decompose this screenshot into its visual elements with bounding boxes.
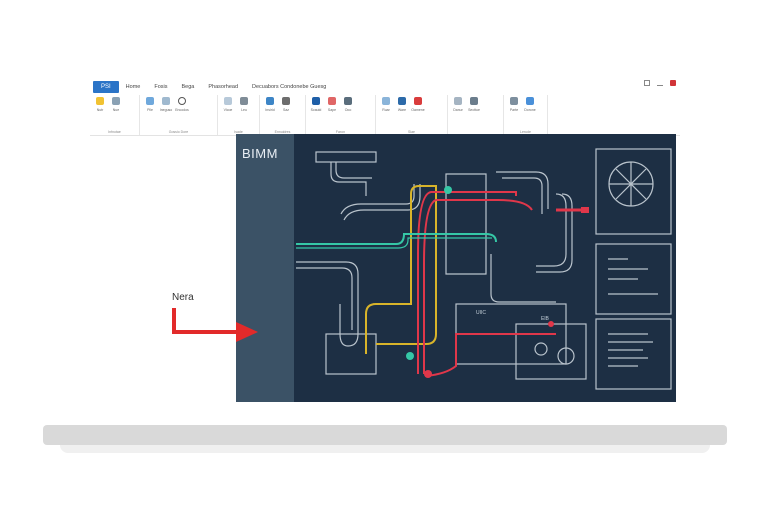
properties-panel [236, 134, 294, 402]
group-label: Isade [234, 130, 243, 134]
callout-label: Nera [172, 292, 194, 303]
tool-saz[interactable]: Saz [280, 95, 292, 135]
tool-nutr[interactable]: Nutr [94, 95, 106, 135]
group-label: Lerude [520, 130, 531, 134]
tool-danur[interactable]: Danur [452, 95, 464, 135]
group-label: Ennuidres [274, 130, 291, 134]
paste-icon [96, 97, 104, 105]
tool-sape[interactable]: Sape [326, 95, 338, 135]
tool-oamene[interactable]: Oamene [411, 95, 425, 135]
canvas-label-uiic: UIIC [476, 310, 486, 316]
tool-ooo[interactable]: Ooo [342, 95, 354, 135]
colored-pipes [296, 185, 586, 377]
tool-ruar[interactable]: Ruar [380, 95, 392, 135]
window-controls [644, 80, 676, 86]
close-icon[interactable] [670, 80, 676, 86]
layer-icon [240, 97, 248, 105]
ribbon-group-isade: Vlcoe Leu Isade [218, 95, 260, 135]
schematic-fittings [406, 186, 589, 378]
insert-icon [266, 97, 274, 105]
tab-phasorhead[interactable]: Phasorhead [208, 84, 239, 90]
duct-icon [344, 97, 352, 105]
app-window: PSI Home Fosis Bega Phasorhead Decuabors… [90, 74, 680, 404]
tool-vlcoe[interactable]: Vlcoe [222, 95, 234, 135]
tab-decuabors[interactable]: Decuabors Condonebe Guesg [252, 84, 327, 90]
restore-icon[interactable] [644, 80, 650, 86]
pipe-icon [328, 97, 336, 105]
tool-pile[interactable]: Pile [144, 95, 156, 135]
ribbon-group-gossio: Pile Ineguso Encodos Gossio Dore [140, 95, 218, 135]
drawing-canvas[interactable]: BIMM [236, 134, 676, 402]
tool-insirid[interactable]: Insirid [264, 95, 276, 135]
ribbon-toolbar: Nutr Nue Infnotae Pile Ineguso Encodos G… [90, 95, 680, 136]
equipment-icon [414, 97, 422, 105]
ribbon-group-annotate: Danur Secttue [448, 95, 504, 135]
laptop-base-shadow [60, 445, 710, 453]
modify-icon [162, 97, 170, 105]
ribbon-group-lerude: Parte Dorone Lerude [504, 95, 548, 135]
link-icon [526, 97, 534, 105]
minimize-icon[interactable] [657, 80, 663, 86]
tool-parte[interactable]: Parte [508, 95, 520, 135]
canvas-label-elb: ElB [541, 316, 549, 322]
cube-icon [312, 97, 320, 105]
cut-icon [112, 97, 120, 105]
settings-icon [510, 97, 518, 105]
tab-fosis[interactable]: Fosis [154, 84, 168, 90]
valve-icon [398, 97, 406, 105]
tool-encodos[interactable]: Encodos [175, 95, 189, 135]
red-arrow-icon [172, 308, 258, 342]
section-icon [470, 97, 478, 105]
ribbon-group-ennuidres: Insirid Saz Ennuidres [260, 95, 306, 135]
tab-home[interactable]: Home [125, 84, 141, 90]
ribbon-group-faron: Scauid Sape Ooo Faron [306, 95, 376, 135]
group-label: Gossio Dore [168, 130, 189, 134]
tag-icon [454, 97, 462, 105]
tool-leu[interactable]: Leu [238, 95, 250, 135]
tool-nue[interactable]: Nue [110, 95, 122, 135]
fixture-icon [382, 97, 390, 105]
select-icon [146, 97, 154, 105]
circle-icon [178, 97, 186, 105]
tool-secttue[interactable]: Secttue [468, 95, 480, 135]
tab-file[interactable]: PSI [93, 81, 119, 93]
group-label: Infnotae [108, 130, 121, 134]
canvas-title: BIMM [242, 146, 278, 161]
tool-ineguso[interactable]: Ineguso [160, 95, 172, 135]
tool-scauid[interactable]: Scauid [310, 95, 322, 135]
group-label: Faron [335, 130, 346, 134]
tool-dorone[interactable]: Dorone [524, 95, 536, 135]
laptop-base [43, 425, 727, 445]
tool-ware[interactable]: Ware [396, 95, 408, 135]
view-icon [224, 97, 232, 105]
ribbon-tab-bar: PSI Home Fosis Bega Phasorhead Decuabors… [90, 80, 680, 94]
pipe-schematic: UIIC ElB [296, 148, 672, 390]
tab-bega[interactable]: Bega [181, 84, 195, 90]
gray-pipes [296, 148, 672, 390]
ribbon-group-infnotae: Nutr Nue Infnotae [90, 95, 140, 135]
group-label: Slae [407, 130, 415, 134]
shape-icon [282, 97, 290, 105]
ribbon-group-slae: Ruar Ware Oamene Slae [376, 95, 448, 135]
